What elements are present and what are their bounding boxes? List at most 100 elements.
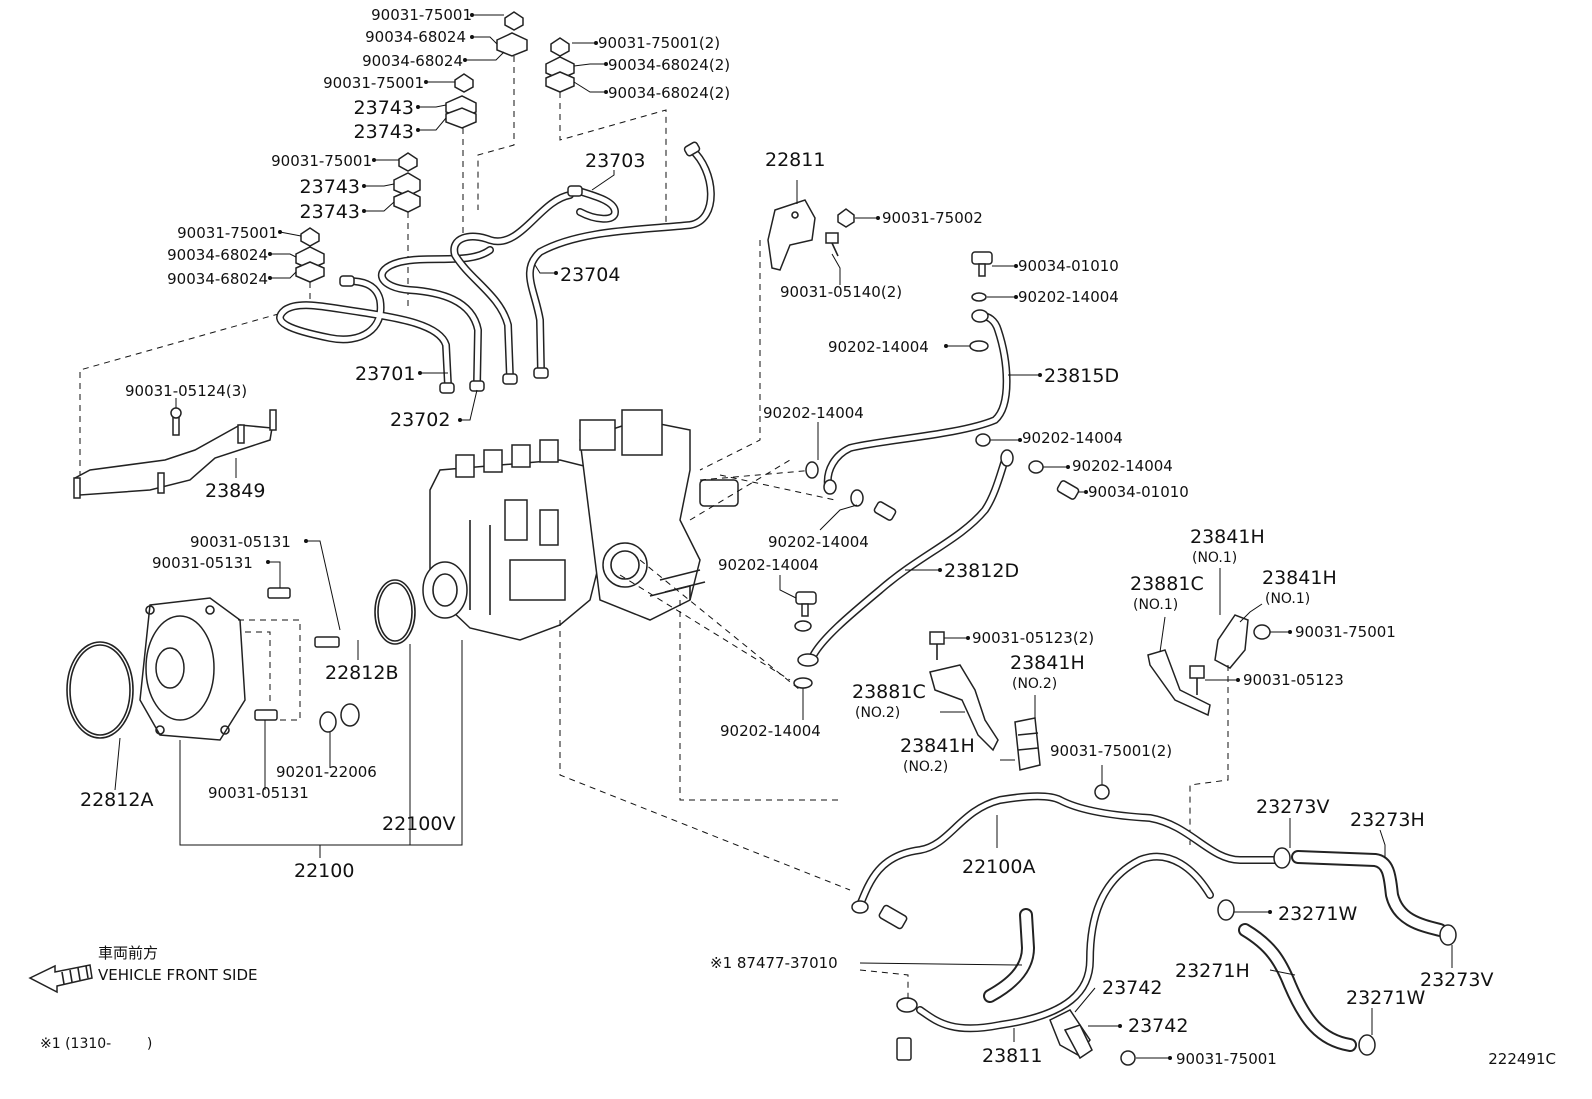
label-22100: 22100 bbox=[294, 860, 354, 882]
label-23271W: 23271W bbox=[1346, 987, 1425, 1009]
clip-bracket-middle bbox=[929, 631, 1110, 800]
label-22100A: 22100A bbox=[962, 856, 1035, 878]
label-23743: 23743 bbox=[300, 201, 360, 223]
label-90202-14004: 90202-14004 bbox=[720, 722, 821, 740]
label-23743: 23743 bbox=[354, 97, 414, 119]
injection-pump-assembly bbox=[422, 409, 739, 641]
overflow-pipe-22100a bbox=[851, 792, 1279, 930]
clamp-icon bbox=[295, 246, 325, 270]
label-23881C: 23881C bbox=[1130, 573, 1204, 595]
label-23841H: 23841H bbox=[1190, 526, 1265, 548]
leaders-hoses bbox=[859, 818, 1453, 1060]
label-no2: (NO.2) bbox=[903, 759, 948, 775]
front-direction-jp: 車両前方 bbox=[98, 944, 158, 962]
clamp-icon bbox=[393, 172, 421, 197]
label-no2: (NO.2) bbox=[855, 705, 900, 721]
nut-icon bbox=[454, 73, 474, 93]
hoses-right bbox=[896, 847, 1457, 1066]
label-22812A: 22812A bbox=[80, 789, 153, 811]
label-90031-75001: 90031-75001 bbox=[323, 74, 424, 92]
label-90034-68024-2: 90034-68024(2) bbox=[608, 56, 730, 74]
label-23273V: 23273V bbox=[1256, 796, 1329, 818]
clamp-icon bbox=[393, 190, 421, 213]
label-90201-22006: 90201-22006 bbox=[276, 763, 377, 781]
leaders-top-left bbox=[268, 13, 608, 280]
clamp-stack-top bbox=[295, 11, 575, 283]
label-90202-14004: 90202-14004 bbox=[1018, 288, 1119, 306]
label-90202-14004: 90202-14004 bbox=[718, 556, 819, 574]
label-90031-05123: 90031-05123 bbox=[1243, 671, 1344, 689]
label-23742: 23742 bbox=[1102, 977, 1162, 999]
leaders-return bbox=[779, 264, 1088, 720]
clamp-icon bbox=[496, 32, 528, 57]
label-23742: 23742 bbox=[1128, 1015, 1188, 1037]
label-22812B: 22812B bbox=[325, 662, 398, 684]
label-23812D: 23812D bbox=[944, 560, 1019, 582]
front-direction-en: VEHICLE FRONT SIDE bbox=[98, 966, 258, 984]
leaders-governor bbox=[114, 539, 463, 858]
label-23811: 23811 bbox=[982, 1045, 1042, 1067]
label-23703: 23703 bbox=[585, 150, 645, 172]
part-labels: 90031-75001 90034-68024 90034-68024 9003… bbox=[40, 6, 1556, 1068]
footnote: ※1 (1310- ) bbox=[40, 1036, 152, 1052]
label-90031-05123-2: 90031-05123(2) bbox=[972, 629, 1094, 647]
leaders-pipes bbox=[418, 170, 615, 422]
label-23841H: 23841H bbox=[900, 735, 975, 757]
label-90034-01010: 90034-01010 bbox=[1018, 257, 1119, 275]
label-23704: 23704 bbox=[560, 264, 620, 286]
label-90034-68024: 90034-68024 bbox=[167, 270, 268, 288]
label-23271W: 23271W bbox=[1278, 903, 1357, 925]
dashed-guides-pump bbox=[559, 240, 851, 891]
label-23841H: 23841H bbox=[1010, 652, 1085, 674]
clamp-icon bbox=[545, 71, 575, 93]
label-22100V: 22100V bbox=[382, 813, 455, 835]
label-90031-75001: 90031-75001 bbox=[371, 6, 472, 24]
bracket-23849 bbox=[73, 398, 277, 499]
arrow-left-hatched-icon bbox=[28, 964, 93, 994]
label-90031-75002: 90031-75002 bbox=[882, 209, 983, 227]
nut-icon bbox=[550, 37, 570, 57]
clamp-icon bbox=[295, 261, 325, 283]
label-90202-14004: 90202-14004 bbox=[763, 404, 864, 422]
label-90031-75001: 90031-75001 bbox=[177, 224, 278, 242]
label-90031-05131: 90031-05131 bbox=[208, 784, 309, 802]
label-no2: (NO.2) bbox=[1012, 676, 1057, 692]
label-23849: 23849 bbox=[205, 480, 265, 502]
label-90202-14004: 90202-14004 bbox=[1022, 429, 1123, 447]
label-90031-05140-2: 90031-05140(2) bbox=[780, 283, 902, 301]
label-23702: 23702 bbox=[390, 409, 450, 431]
label-no1: (NO.1) bbox=[1192, 550, 1237, 566]
label-90031-75001: 90031-75001 bbox=[271, 152, 372, 170]
label-90202-14004: 90202-14004 bbox=[768, 533, 869, 551]
label-90031-75001-2: 90031-75001(2) bbox=[598, 34, 720, 52]
label-23743: 23743 bbox=[300, 176, 360, 198]
label-no1: (NO.1) bbox=[1133, 597, 1178, 613]
label-23881C: 23881C bbox=[852, 681, 926, 703]
label-90034-68024: 90034-68024 bbox=[167, 246, 268, 264]
label-23273H: 23273H bbox=[1350, 809, 1425, 831]
label-90031-75001: 90031-75001 bbox=[1176, 1050, 1277, 1068]
injection-pipes bbox=[276, 141, 715, 394]
label-90034-68024: 90034-68024 bbox=[362, 52, 463, 70]
label-23815D: 23815D bbox=[1044, 365, 1119, 387]
label-90034-01010: 90034-01010 bbox=[1088, 483, 1189, 501]
label-90034-68024-2: 90034-68024(2) bbox=[608, 84, 730, 102]
label-23273V: 23273V bbox=[1420, 969, 1493, 991]
label-23271H: 23271H bbox=[1175, 960, 1250, 982]
label-90031-75001: 90031-75001 bbox=[1295, 623, 1396, 641]
label-no1: (NO.1) bbox=[1265, 591, 1310, 607]
label-90031-05124-3: 90031-05124(3) bbox=[125, 382, 247, 400]
clamp-icon bbox=[545, 56, 575, 80]
nut-icon bbox=[504, 11, 524, 31]
label-23841H: 23841H bbox=[1262, 567, 1337, 589]
label-23743: 23743 bbox=[354, 121, 414, 143]
label-90034-68024: 90034-68024 bbox=[365, 28, 466, 46]
return-pipes bbox=[793, 251, 1080, 689]
label-90031-75001-2: 90031-75001(2) bbox=[1050, 742, 1172, 760]
label-90202-14004: 90202-14004 bbox=[1072, 457, 1173, 475]
clip-bracket-right bbox=[1147, 568, 1292, 845]
label-90202-14004: 90202-14004 bbox=[828, 338, 929, 356]
label-23701: 23701 bbox=[355, 363, 415, 385]
nut-icon bbox=[300, 227, 320, 247]
